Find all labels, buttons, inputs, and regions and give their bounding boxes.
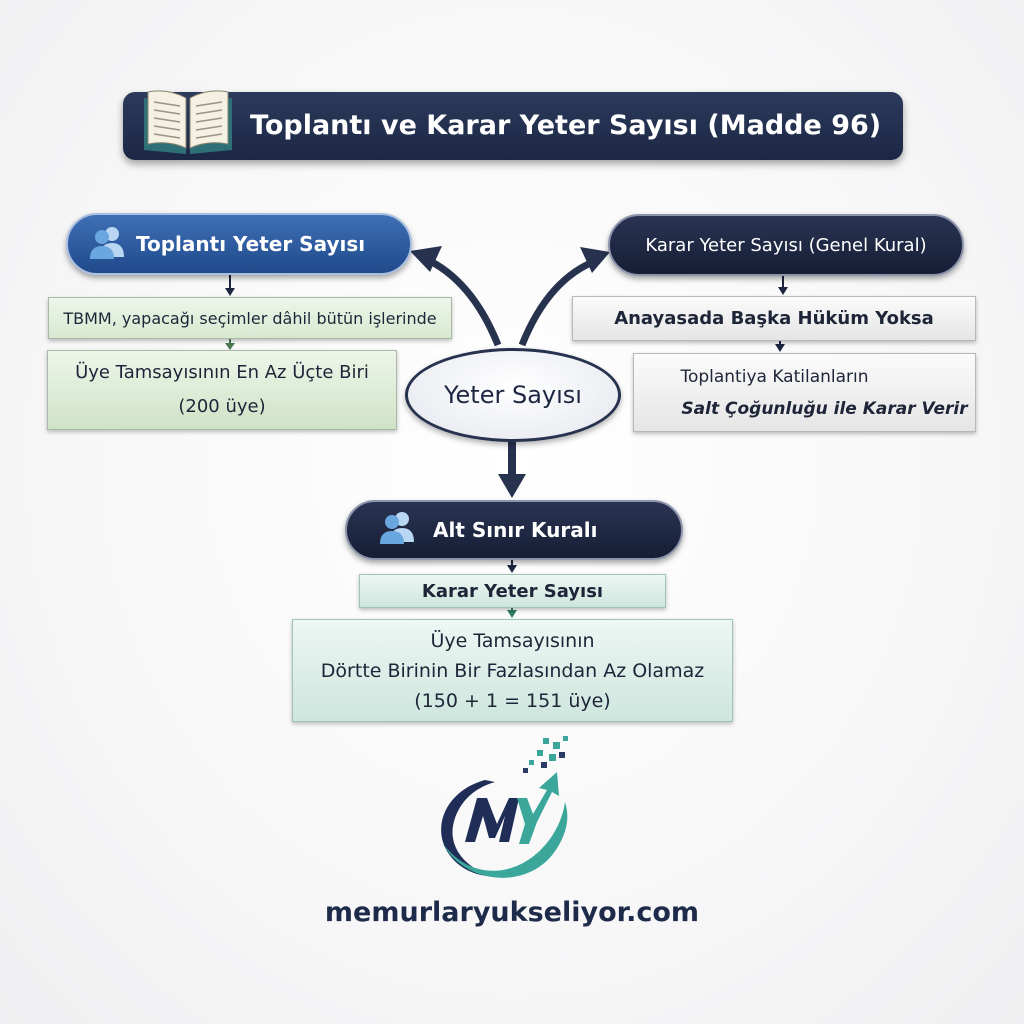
heading-alt-sinir-kurali: Alt Sınır Kuralı [345,500,683,560]
users-icon [90,227,124,259]
rule-line-1: Üye Tamsayısının [430,629,595,652]
scope-box: TBMM, yapacağı seçimler dâhil bütün işle… [48,297,452,339]
condition-text: Anayasada Başka Hüküm Yoksa [614,308,934,329]
subheading-box: Karar Yeter Sayısı [359,574,666,608]
page-title: Toplantı ve Karar Yeter Sayısı (Madde 96… [250,110,882,141]
my-logo [441,736,568,878]
heading-label: Karar Yeter Sayısı (Genel Kural) [645,234,927,256]
rule-line-2: Dörtte Birinin Bir Fazlasından Az Olamaz [320,659,705,682]
rule-box-karar: Toplantiya Katilanların Salt Çoğunluğu i… [633,353,976,432]
rule-line-3: (150 + 1 = 151 üye) [414,689,611,712]
rule-line-1: Toplantiya Katilanların [680,366,869,387]
center-node: Yeter Sayısı [405,348,621,442]
rule-box-toplanti: Üye Tamsayısının En Az Üçte Biri (200 üy… [47,350,397,430]
condition-box: Anayasada Başka Hüküm Yoksa [572,296,976,341]
users-icon [380,512,414,544]
heading-toplanti-yeter-sayisi: Toplantı Yeter Sayısı [66,213,412,275]
rule-line-1: Üye Tamsayısının En Az Üçte Biri [75,362,369,383]
rule-line-2: Salt Çoğunluğu ile Karar Verir [681,398,968,419]
website-url: memurlaryukseliyor.com [324,897,700,928]
heading-karar-yeter-sayisi: Karar Yeter Sayısı (Genel Kural) [608,214,964,276]
center-label: Yeter Sayısı [444,381,582,409]
book-icon [144,90,232,154]
heading-label: Alt Sınır Kuralı [433,518,598,542]
rule-box-alt-sinir: Üye Tamsayısının Dörtte Birinin Bir Fazl… [292,619,733,722]
title-banner [123,92,903,160]
subheading-text: Karar Yeter Sayısı [421,580,604,602]
rule-line-2: (200 üye) [178,396,266,417]
heading-label: Toplantı Yeter Sayısı [136,232,366,256]
scope-text: TBMM, yapacağı seçimler dâhil bütün işle… [63,308,437,328]
